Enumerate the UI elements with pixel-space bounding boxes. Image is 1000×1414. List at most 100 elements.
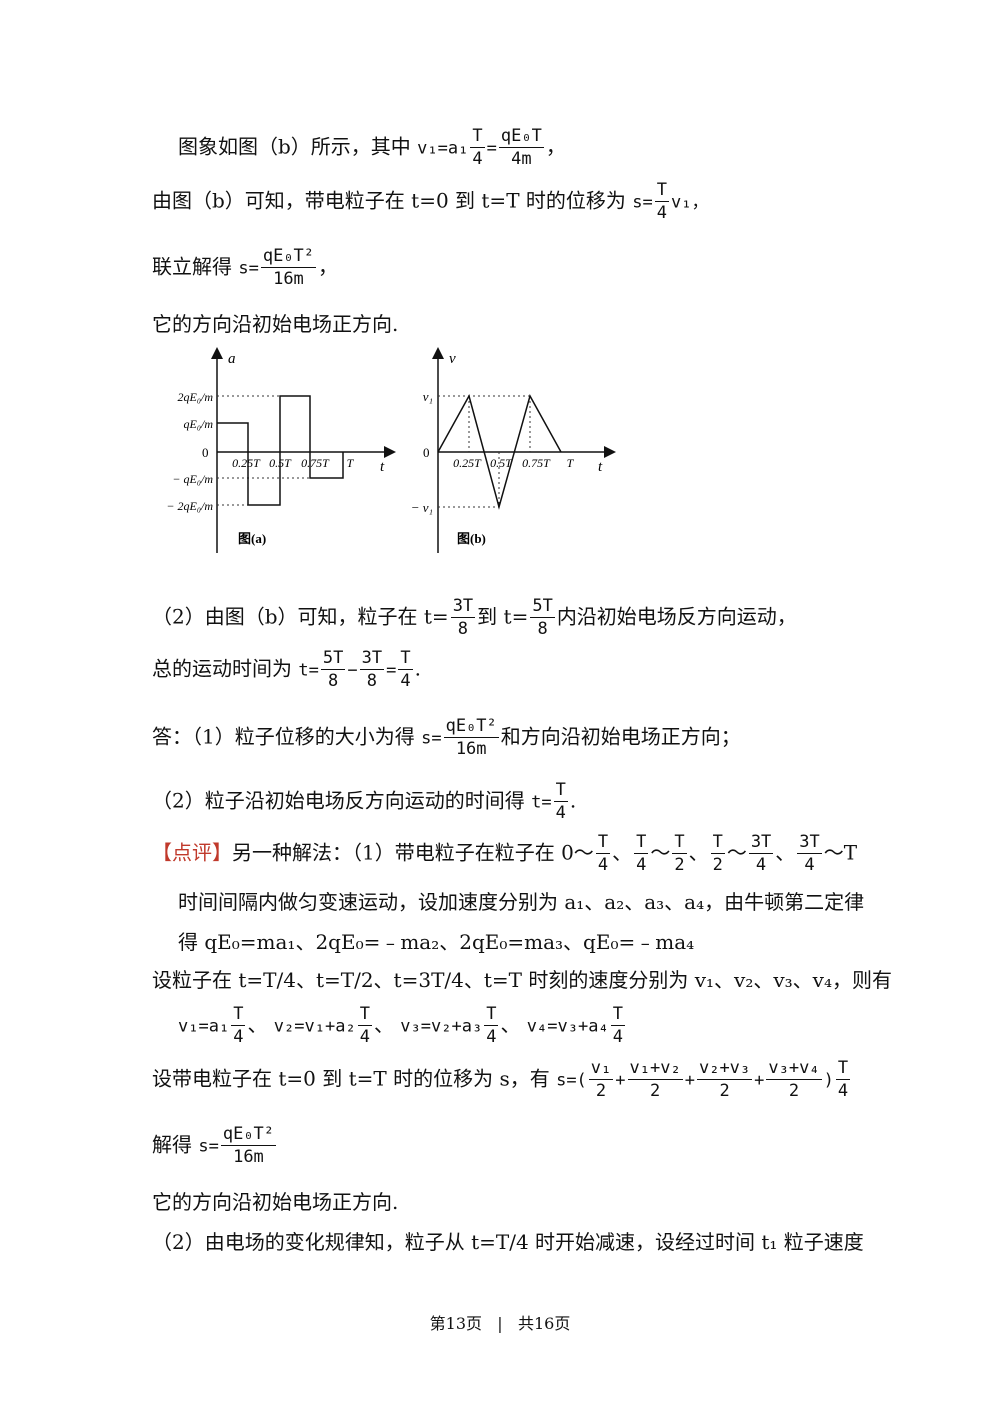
formula: v₁=a₁ xyxy=(178,1016,230,1037)
guide-lines xyxy=(217,395,311,506)
graph-b: v t 0 v₁ − v₁ 0.25T 0.5T 0.75T T 图(b) xyxy=(411,347,616,553)
text-span: 另一种解法：（1）带电粒子在粒子在 0～ xyxy=(232,840,594,865)
page-total: 共16页 xyxy=(517,1314,571,1333)
text-line: （2）由电场的变化规律知，粒子从 t=T/4 时开始减速，设经过时间 t₁ 粒子… xyxy=(152,1230,864,1254)
numerator: 5T xyxy=(320,648,346,670)
formula: = xyxy=(386,660,397,681)
formula: + xyxy=(754,1070,765,1091)
x-axis-label: t xyxy=(380,459,385,475)
origin-label: 0 xyxy=(202,445,209,460)
numerator: 3T xyxy=(748,832,774,854)
numerator: T xyxy=(634,832,649,854)
text-span: 、 xyxy=(612,840,633,865)
y-tick-label: − v₁ xyxy=(411,500,433,515)
numerator: qE₀T xyxy=(498,126,544,148)
x-tick-label: 0.25T xyxy=(232,456,261,470)
x-tick-label: 0.75T xyxy=(522,456,551,470)
formula: v₃=v₂+a₃ xyxy=(400,1016,483,1037)
numerator: T xyxy=(470,126,485,148)
numerator: T xyxy=(610,1004,625,1026)
formula: ) xyxy=(823,1070,834,1091)
numerator: 3T xyxy=(359,648,385,670)
origin-label: 0 xyxy=(423,445,430,460)
numerator: 5T xyxy=(530,596,555,618)
text-line: 它的方向沿初始电场正方向. xyxy=(152,1190,399,1214)
formula: s= xyxy=(198,1136,219,1157)
numerator: v₂+v₃ xyxy=(696,1058,753,1080)
text-span: 到 t= xyxy=(477,604,529,629)
text-span: 设带电粒子在 t=0 到 t=T 时的位移为 s，有 xyxy=(152,1066,550,1091)
denominator: 4 xyxy=(755,855,767,875)
page-number: 第13页 xyxy=(429,1314,483,1333)
review-tag: 【点评】 xyxy=(152,840,232,865)
numerator: T xyxy=(231,1004,246,1026)
text-span: 、 xyxy=(775,840,796,865)
numerator: v₃+v₄ xyxy=(766,1058,822,1080)
x-tick-label: 0.75T xyxy=(301,456,330,470)
formula: + xyxy=(684,1070,695,1091)
numerator: T xyxy=(553,780,568,802)
numerator: T xyxy=(835,1058,851,1080)
text-line: 得 qE₀=ma₁、2qE₀=﹣ma₂、2qE₀=ma₃、qE₀=﹣ma₄ xyxy=(178,930,695,954)
denominator: 4 xyxy=(555,803,566,823)
denominator: 4m xyxy=(511,149,532,169)
denominator: 2 xyxy=(674,855,685,875)
velocity-curve xyxy=(437,394,562,510)
numerator: T xyxy=(357,1004,372,1026)
formula: − xyxy=(347,660,358,681)
denominator: 2 xyxy=(595,1081,607,1101)
x-tick-label: 0.5T xyxy=(269,456,292,470)
formula: v₁=a₁ xyxy=(417,138,469,159)
y-tick-label: qE₀/m xyxy=(183,417,213,431)
figure-caption: 图(a) xyxy=(238,531,266,546)
text-line: 它的方向沿初始电场正方向. xyxy=(152,312,399,336)
y-tick-label: 2qE₀/m xyxy=(177,390,213,404)
numerator: v₁+v₂ xyxy=(627,1058,683,1080)
guide-lines xyxy=(438,395,531,508)
denominator: 8 xyxy=(537,619,548,639)
formula: s=( xyxy=(556,1070,587,1091)
denominator: 4 xyxy=(233,1027,244,1047)
denominator: 4 xyxy=(359,1027,370,1047)
x-axis-label: t xyxy=(598,459,603,475)
formula: s= xyxy=(421,728,442,749)
denominator: 8 xyxy=(327,671,339,691)
denominator: 4 xyxy=(837,1081,849,1101)
text-span: . xyxy=(414,656,421,681)
text-span: 答：（1）粒子位移的大小为得 xyxy=(152,724,415,749)
x-tick-label: T xyxy=(567,456,575,470)
text-span: ， xyxy=(318,254,339,279)
acceleration-curve xyxy=(217,395,344,506)
text-span: 、 xyxy=(500,1012,521,1037)
numerator: 3T xyxy=(450,596,476,618)
denominator: 2 xyxy=(719,1081,730,1101)
denominator: 4 xyxy=(656,203,667,223)
text-span: ， xyxy=(545,134,566,159)
numerator: T xyxy=(710,832,725,854)
formula: s= xyxy=(632,192,653,213)
numerator: qE₀T² xyxy=(220,1124,277,1146)
numerator: v₁ xyxy=(588,1058,614,1080)
formula: = xyxy=(486,138,497,159)
footer-separator: | xyxy=(497,1314,503,1333)
denominator: 4 xyxy=(612,1027,623,1047)
